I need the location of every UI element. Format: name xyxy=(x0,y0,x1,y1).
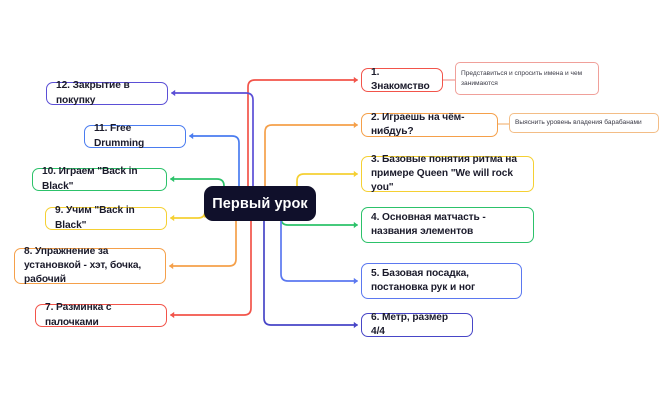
topic-8[interactable]: 8. Упражнение за установкой - хэт, бочка… xyxy=(14,245,166,286)
connector-9 xyxy=(170,210,206,219)
topic-3-label: 3. Базовые понятия ритма на примере Quee… xyxy=(371,153,517,194)
topic-9-label: 9. Учим "Back in Black" xyxy=(55,205,135,231)
connector-12-arrowhead xyxy=(171,89,176,97)
connector-5-arrowhead xyxy=(353,277,358,285)
topic-7-label: 7. Разминка с палочками xyxy=(45,302,112,328)
connector-2-arrowhead xyxy=(353,121,358,129)
note-2[interactable]: Выяснить уровень владения барабанами xyxy=(509,113,659,133)
center-node-label: Первый урок xyxy=(212,195,308,212)
connector-11-arrowhead xyxy=(189,132,194,140)
connector-1-arrowhead xyxy=(353,76,358,84)
topic-9[interactable]: 9. Учим "Back in Black" xyxy=(45,205,167,231)
topic-6-label: 6. Метр, размер 4/4 xyxy=(371,311,448,337)
topic-1[interactable]: 1. Знакомство xyxy=(361,66,443,92)
connector-9-arrowhead xyxy=(170,214,175,222)
topic-4[interactable]: 4. Основная матчасть - названия элементо… xyxy=(361,207,534,243)
topic-8-label: 8. Упражнение за установкой - хэт, бочка… xyxy=(24,245,142,286)
topic-2-label: 2. Играешь на чём-нибдуь? xyxy=(371,111,465,137)
center-node[interactable]: Первый урок xyxy=(204,186,316,221)
topic-7[interactable]: 7. Разминка с палочками xyxy=(35,302,167,328)
connector-3-arrowhead xyxy=(353,170,358,178)
connector-6-arrowhead xyxy=(353,321,358,329)
connector-7-arrowhead xyxy=(170,311,175,319)
topic-1-label: 1. Знакомство xyxy=(371,66,430,92)
connector-10-arrowhead xyxy=(170,175,175,183)
topic-3[interactable]: 3. Базовые понятия ритма на примере Quee… xyxy=(361,153,534,194)
topic-12-label: 12. Закрытие в покупку xyxy=(56,80,130,106)
connector-7 xyxy=(170,216,252,316)
topic-11-label: 11. Free Drumming xyxy=(94,123,145,149)
connector-8-arrowhead xyxy=(169,262,174,270)
connector-2 xyxy=(264,124,358,191)
topic-2[interactable]: 2. Играешь на чём-нибдуь? xyxy=(361,111,498,137)
topic-10[interactable]: 10. Играем "Back in Black" xyxy=(32,166,167,192)
topic-4-label: 4. Основная матчасть - названия элементо… xyxy=(371,211,486,237)
connector-1 xyxy=(247,79,358,191)
topic-6[interactable]: 6. Метр, размер 4/4 xyxy=(361,311,473,337)
topic-5-label: 5. Базовая посадка, постановка рук и ног xyxy=(371,267,476,293)
topic-12[interactable]: 12. Закрытие в покупку xyxy=(46,80,168,106)
connector-5 xyxy=(280,216,358,282)
note-1-label: Представиться и спросить имена и чем зан… xyxy=(461,69,583,87)
topic-5[interactable]: 5. Базовая посадка, постановка рук и ног xyxy=(361,263,522,299)
connector-8 xyxy=(169,216,237,267)
note-2-label: Выяснить уровень владения барабанами xyxy=(515,119,642,127)
topic-11[interactable]: 11. Free Drumming xyxy=(84,123,186,149)
note-1[interactable]: Представиться и спросить имена и чем зан… xyxy=(455,62,599,95)
topic-10-label: 10. Играем "Back in Black" xyxy=(42,166,138,192)
connector-4-arrowhead xyxy=(353,221,358,229)
connector-6 xyxy=(263,216,358,326)
connector-11 xyxy=(189,135,240,191)
